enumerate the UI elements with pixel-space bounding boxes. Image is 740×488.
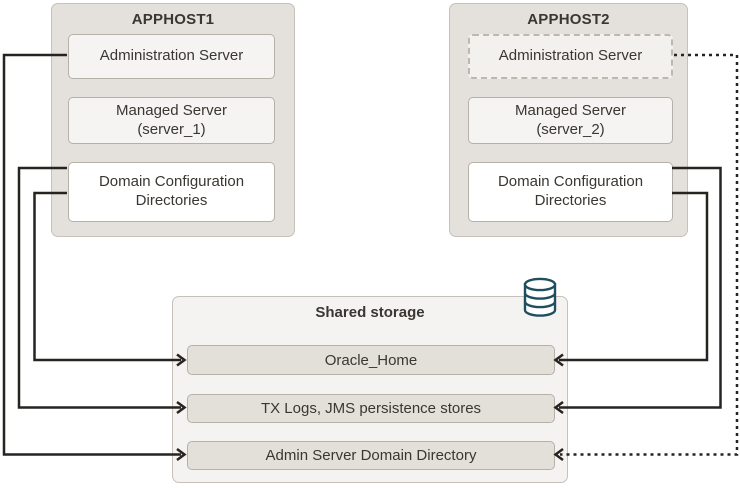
apphost2-managed-server: Managed Server (server_2)	[468, 97, 673, 144]
apphost2-administration-server: Administration Server	[468, 34, 673, 79]
apphost1-title: APPHOST1	[131, 11, 215, 28]
admin-server-domain-directory-box: Admin Server Domain Directory	[187, 441, 555, 470]
apphost1-administration-server: Administration Server	[68, 34, 275, 79]
apphost2-managed-server-label-line2: (server_2)	[536, 120, 605, 138]
apphost2-domain-config-directories: Domain Configuration Directories	[468, 162, 673, 222]
apphost1-managed-server-label-line1: Managed Server	[116, 101, 227, 119]
apphost1-administration-server-label: Administration Server	[99, 47, 244, 65]
apphost2-title: APPHOST2	[527, 11, 610, 28]
apphost1-domain-config-directories: Domain Configuration Directories	[68, 162, 275, 222]
apphost1-domain-config-label-line2: Directories	[135, 192, 208, 209]
admin-server-domain-directory-label: Admin Server Domain Directory	[265, 447, 477, 464]
database-icon	[523, 277, 557, 317]
apphost1-managed-server: Managed Server (server_1)	[68, 97, 275, 144]
tx-logs-jms-box: TX Logs, JMS persistence stores	[187, 394, 555, 423]
shared-storage-title: Shared storage	[315, 304, 425, 321]
shared-storage-group: Shared storage Oracle_Home TX Logs, JMS …	[172, 296, 568, 483]
apphost2-managed-server-label-line1: Managed Server	[515, 101, 626, 119]
apphost1-group: APPHOST1 Administration Server Managed S…	[51, 3, 295, 237]
apphost1-domain-config-label-line1: Domain Configuration	[98, 173, 245, 191]
oracle-home-box: Oracle_Home	[187, 345, 555, 375]
oracle-home-label: Oracle_Home	[324, 351, 418, 369]
apphost2-group: APPHOST2 Administration Server Managed S…	[449, 3, 688, 237]
apphost2-domain-config-label-line2: Directories	[534, 192, 607, 209]
apphost2-domain-config-label-line1: Domain Configuration	[497, 173, 644, 191]
apphost2-administration-server-label: Administration Server	[498, 47, 643, 65]
tx-logs-jms-label: TX Logs, JMS persistence stores	[260, 400, 482, 417]
apphost1-managed-server-label-line2: (server_1)	[137, 120, 206, 138]
